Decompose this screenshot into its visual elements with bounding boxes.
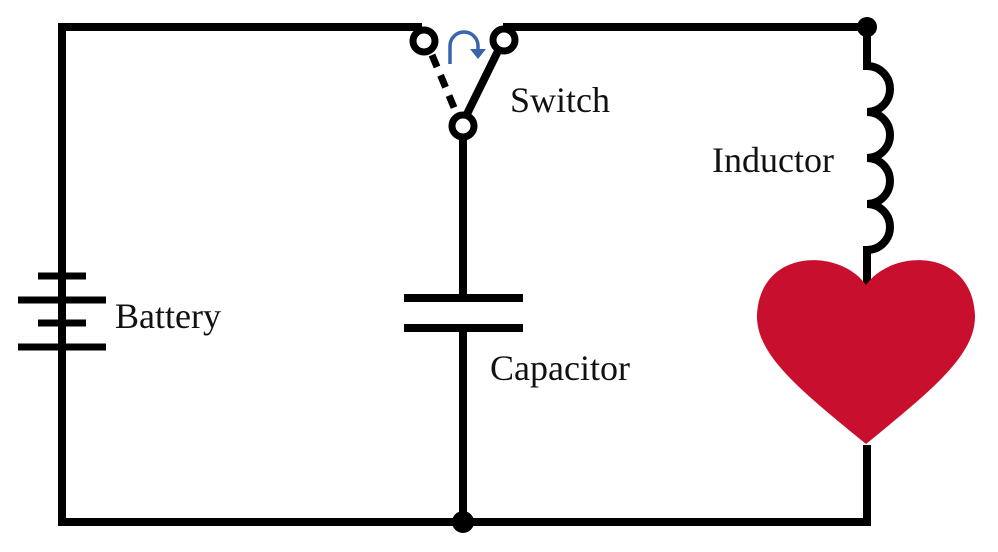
switch-symbol[interactable] <box>409 25 519 298</box>
capacitor-label: Capacitor <box>490 348 630 388</box>
heart-icon <box>756 260 976 444</box>
junction-bottom <box>452 511 474 533</box>
battery-symbol <box>18 262 106 362</box>
battery-label: Battery <box>115 296 221 336</box>
inductor-symbol <box>863 27 894 290</box>
inductor-label: Inductor <box>712 140 834 180</box>
wire-left-top <box>58 23 422 522</box>
switch-terminal-left <box>409 26 439 56</box>
switch-toggle-arrow-icon <box>448 30 486 64</box>
capacitor-symbol <box>404 294 523 522</box>
switch-pivot <box>448 111 478 141</box>
wire-bottom <box>58 445 871 526</box>
switch-label: Switch <box>510 80 610 120</box>
switch-terminal-right <box>489 25 519 55</box>
wire-right-top <box>503 23 871 65</box>
